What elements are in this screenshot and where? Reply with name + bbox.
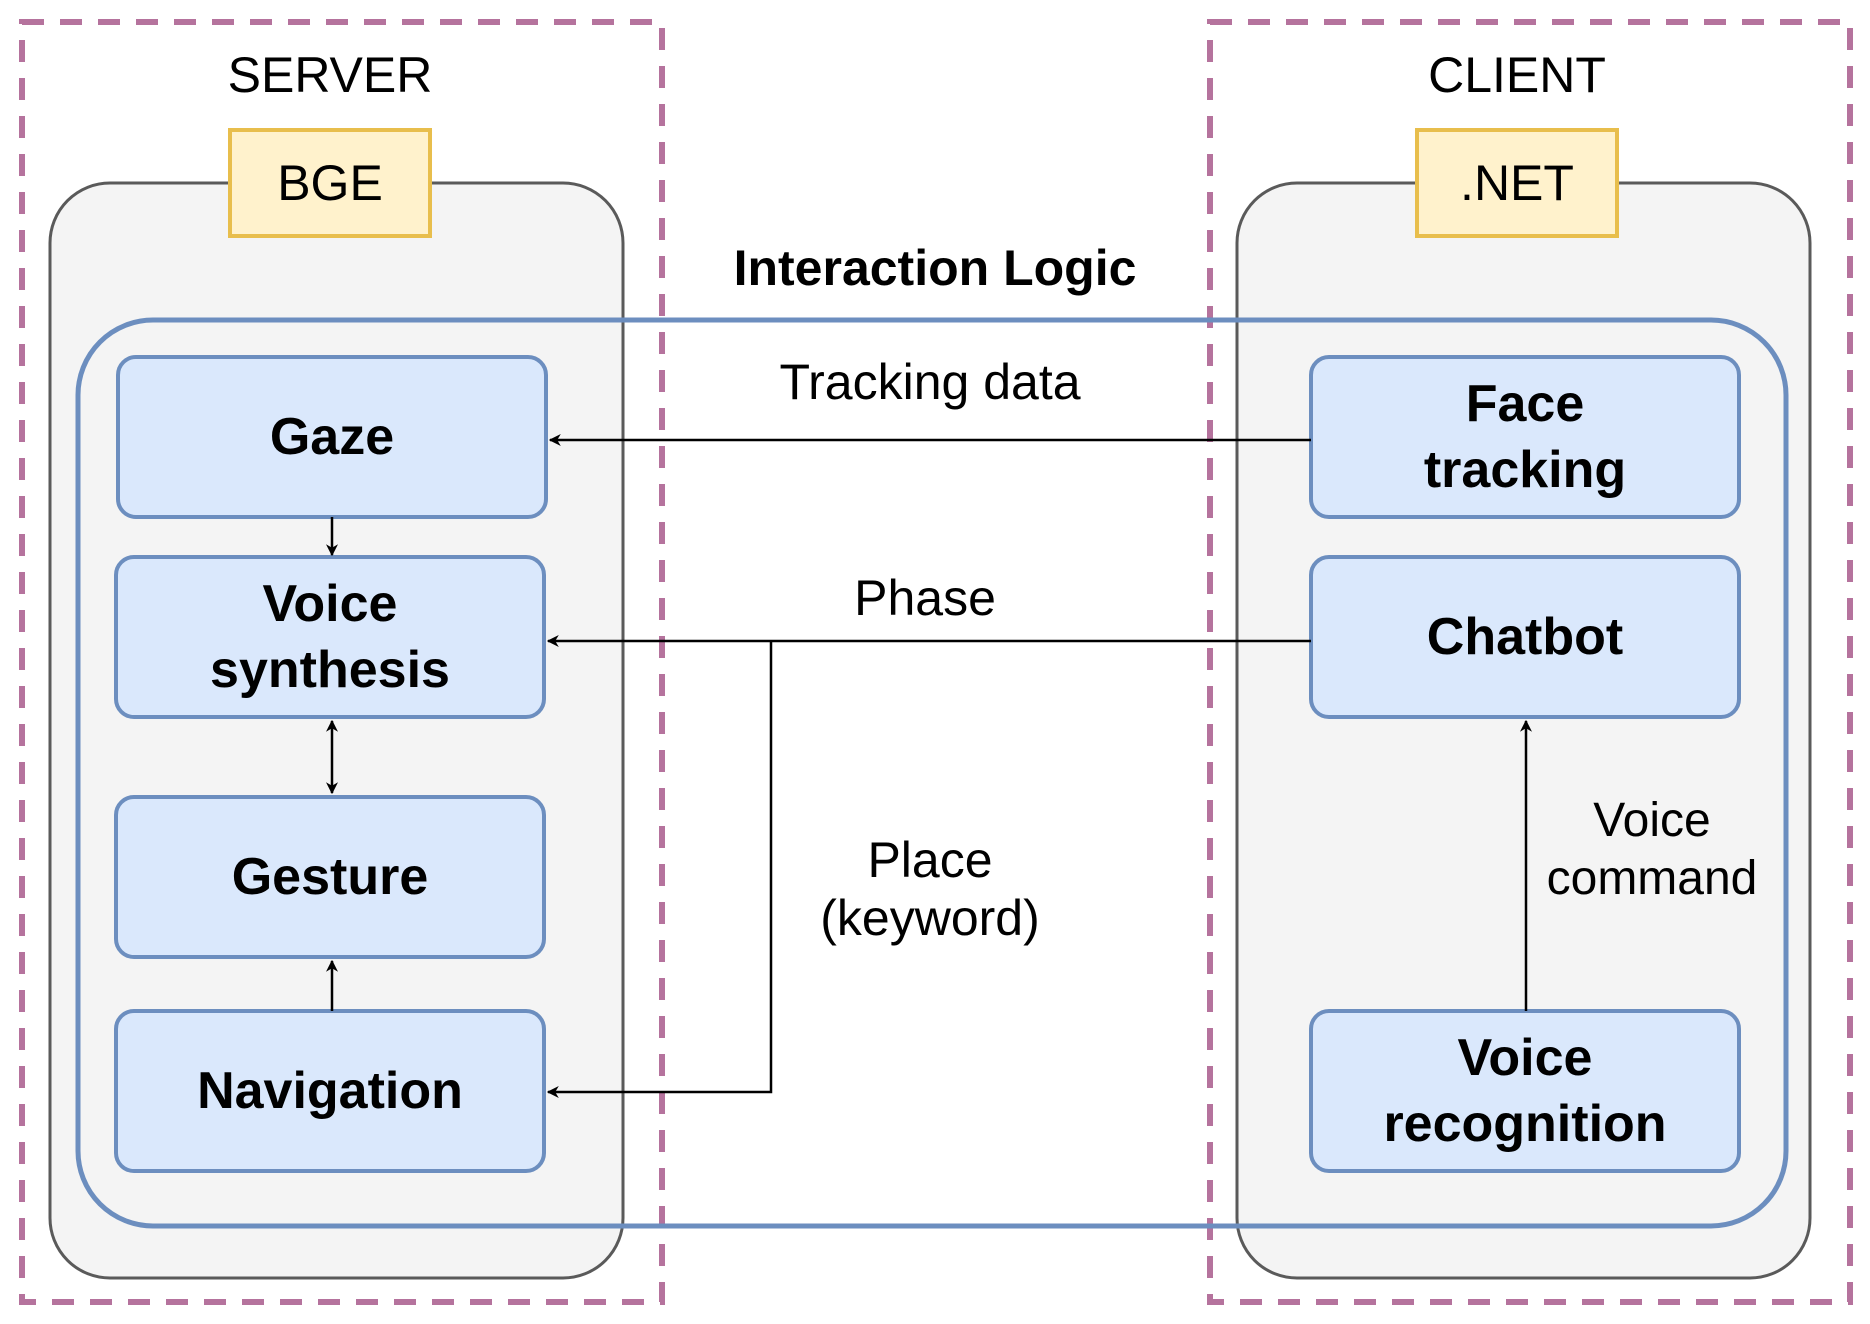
- gaze-label: Gaze: [269, 408, 395, 466]
- face-tracking-label: Face tracking: [1423, 375, 1627, 499]
- navigation-label: Navigation: [197, 1062, 463, 1120]
- interaction-logic-boundary: [75, 317, 1789, 1229]
- client-section-border: [1207, 19, 1853, 1305]
- voice-command-label: Voice command: [1546, 794, 1758, 905]
- chatbot-box: [1309, 555, 1741, 719]
- place-keyword-label: Place (keyword): [820, 832, 1040, 946]
- chatbot-label: Chatbot: [1426, 608, 1624, 666]
- server-heading: SERVER: [227, 47, 433, 103]
- gesture-label: Gesture: [231, 848, 429, 906]
- voice-synthesis-box: [114, 555, 546, 719]
- place-keyword-arrow: [546, 641, 773, 1098]
- face-tracking-box: [1309, 355, 1741, 519]
- dotnet-tag-box: [1415, 128, 1619, 238]
- client-heading: CLIENT: [1428, 47, 1606, 103]
- gesture-box: [114, 795, 546, 959]
- bge-tag: BGE: [277, 155, 383, 211]
- dotnet-tag: .NET: [1460, 155, 1574, 211]
- interaction-logic-title: Interaction Logic: [733, 240, 1137, 296]
- phase-label: Phase: [854, 570, 996, 626]
- tracking-data-label: Tracking data: [779, 354, 1081, 410]
- voice-synthesis-label: Voice synthesis: [210, 575, 450, 699]
- navigation-box: [114, 1009, 546, 1173]
- voice-recognition-label: Voice recognition: [1383, 1029, 1667, 1153]
- bge-tag-box: [228, 128, 432, 238]
- server-section-border: [19, 19, 665, 1305]
